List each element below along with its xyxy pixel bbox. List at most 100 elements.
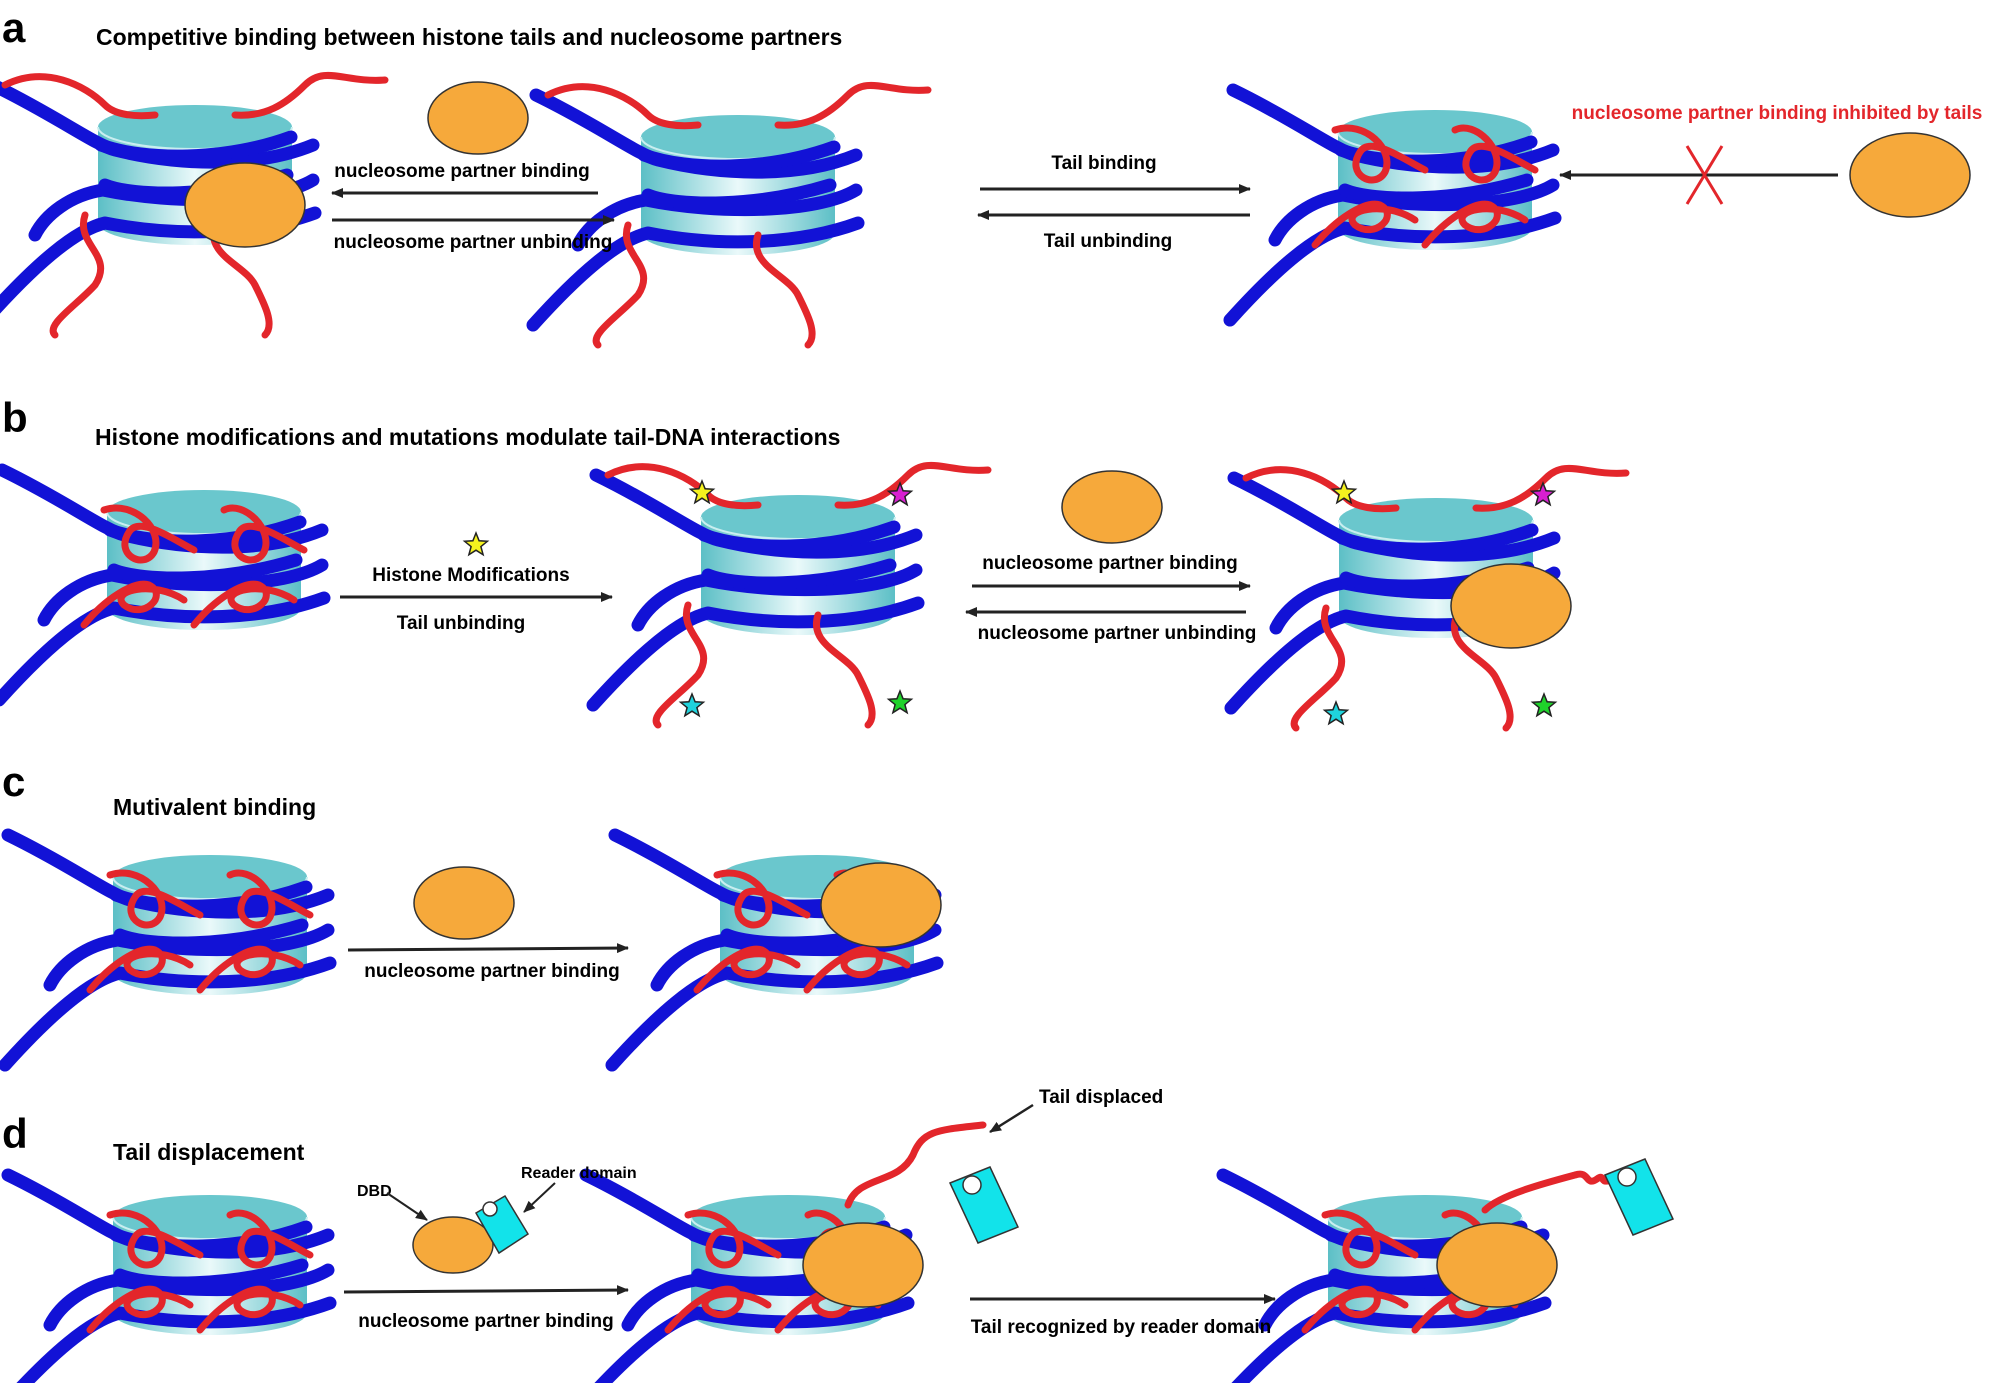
b-partner-binding-label: nucleosome partner binding — [982, 553, 1237, 574]
nucleosome-partner — [1450, 563, 1572, 649]
histone-tail-upper-left — [544, 83, 702, 130]
reader-domain — [1603, 1158, 1675, 1236]
inhibition-x-icon — [1685, 145, 1724, 205]
nucleosome-d3 — [1216, 1158, 1675, 1383]
nucleosome-d2 — [579, 1121, 1020, 1383]
dna-strand-bottom — [605, 956, 944, 1072]
a-tail-unbinding-label: Tail unbinding — [1044, 231, 1172, 252]
modification-star-icon — [678, 691, 706, 718]
d-tail-displaced-label: Tail displaced — [1039, 1087, 1163, 1108]
a-partner-unbinding-label: nucleosome partner unbinding — [334, 232, 613, 253]
histone-tail-upper-right — [774, 81, 932, 129]
bound-tail-lower-left — [86, 1285, 194, 1334]
panel-a-letter: a — [2, 4, 26, 51]
dna-strand-bottom — [16, 1296, 337, 1383]
dna-wrap-middle — [641, 178, 837, 210]
d-partner-binding-label: nucleosome partner binding — [358, 1311, 613, 1332]
bound-tail-lower-left — [1301, 1285, 1409, 1334]
reader-domain — [948, 1166, 1020, 1244]
dna-strand-bottom — [1223, 211, 1562, 327]
dna-strand-bottom — [526, 216, 865, 332]
d-tail-recognized-label: Tail recognized by reader domain — [971, 1317, 1272, 1338]
dna-strand-bottom — [586, 596, 925, 712]
reader-pocket — [962, 1175, 982, 1195]
a-tail-binding-label: Tail binding — [1051, 153, 1156, 174]
bound-tail-upper-right — [220, 504, 308, 564]
bound-tail-lower-left — [664, 1285, 772, 1334]
bound-tail-lower-right — [1421, 200, 1529, 249]
histone-tail-lower-left — [652, 601, 708, 729]
reader-pocket — [1617, 1167, 1637, 1187]
dna-wrap-top — [94, 130, 298, 163]
panel-d-title: Tail displacement — [113, 1139, 305, 1165]
panel-c-letter: c — [2, 758, 25, 805]
nucleosome-partner — [820, 862, 942, 948]
modification-star-icon — [886, 480, 914, 507]
nucleosome-b2 — [586, 461, 992, 729]
panel-a-title: Competitive binding between histone tail… — [96, 24, 842, 50]
histone-tail-lower-right — [812, 611, 876, 729]
nucleosome-a3 — [1223, 83, 1562, 327]
modification-star-icon — [886, 688, 914, 715]
bound-tail-upper-left — [1321, 1209, 1419, 1269]
nucleosome-c2 — [605, 828, 944, 1072]
arrow-d-displaced — [989, 1103, 1034, 1134]
bound-tail-lower-right — [196, 1285, 304, 1334]
histone-tail-upper-right — [231, 71, 389, 119]
free-partner-c — [413, 866, 515, 940]
b-partner-unbinding-label: nucleosome partner unbinding — [978, 623, 1257, 644]
arrow-d-dbd — [386, 1192, 428, 1221]
recognized-tail — [1481, 1170, 1614, 1214]
d-dbd-label: DBD — [357, 1183, 392, 1200]
histone-tail-lower-right — [1450, 614, 1514, 732]
panel-b-letter: b — [2, 394, 28, 441]
panel-d-letter: d — [2, 1110, 28, 1157]
modification-star-icon — [462, 530, 490, 557]
dna-wrap-top — [637, 140, 841, 173]
a-inhibited-label: nucleosome partner binding inhibited by … — [1572, 103, 1983, 124]
histone-tail-lower-left — [592, 221, 648, 349]
bound-tail-lower-left — [1311, 200, 1419, 249]
modification-star-icon — [688, 478, 716, 505]
bound-tail-upper-right — [1451, 124, 1539, 184]
histone-tail-lower-right — [209, 221, 273, 339]
histone-tail-lower-left — [1290, 604, 1346, 732]
bound-tail-lower-right — [803, 945, 911, 994]
bound-tail-upper-right — [226, 1209, 314, 1269]
bound-tail-upper-left — [106, 869, 204, 929]
bound-tail-upper-left — [100, 504, 198, 564]
bound-tail-lower-right — [196, 945, 304, 994]
nucleosome-partner — [1436, 1222, 1558, 1308]
bound-tail-upper-right — [226, 869, 314, 929]
modification-star-icon — [1529, 480, 1557, 507]
arrow-d-binding — [343, 1285, 629, 1296]
d-reader-domain-label: Reader domain — [521, 1165, 637, 1182]
nucleosome-b3 — [1224, 464, 1630, 732]
modification-star-icon — [1530, 691, 1558, 718]
dna-strand-bottom — [0, 956, 337, 1072]
nucleosome-b1 — [0, 463, 331, 707]
histone-tail-upper-right — [1472, 464, 1630, 512]
a-partner-binding-label: nucleosome partner binding — [334, 161, 589, 182]
bound-tail-lower-left — [86, 945, 194, 994]
bound-tail-upper-left — [684, 1209, 782, 1269]
nucleosome-a2 — [526, 81, 932, 349]
histone-tail-upper-right — [834, 461, 992, 509]
histone-tail-upper-left — [1, 73, 159, 120]
reader-pocket — [482, 1201, 498, 1217]
dna-wrap-middle — [113, 918, 309, 950]
dna-wrap-middle — [113, 1258, 309, 1290]
b-histone-modifications-label: Histone Modifications — [372, 565, 569, 586]
dna-wrap-top — [1335, 523, 1539, 556]
arrow-d-reader — [523, 1182, 556, 1213]
bound-tail-upper-left — [106, 1209, 204, 1269]
dna-strand-bottom — [1231, 1296, 1552, 1383]
dna-strand-bottom — [594, 1296, 915, 1383]
b-tail-unbinding-label: Tail unbinding — [397, 613, 525, 634]
c-partner-binding-label: nucleosome partner binding — [364, 961, 619, 982]
nucleosome-partner — [802, 1222, 924, 1308]
panel-c-title: Mutivalent binding — [113, 794, 316, 820]
bound-tail-lower-left — [693, 945, 801, 994]
modification-star-icon — [1330, 478, 1358, 505]
